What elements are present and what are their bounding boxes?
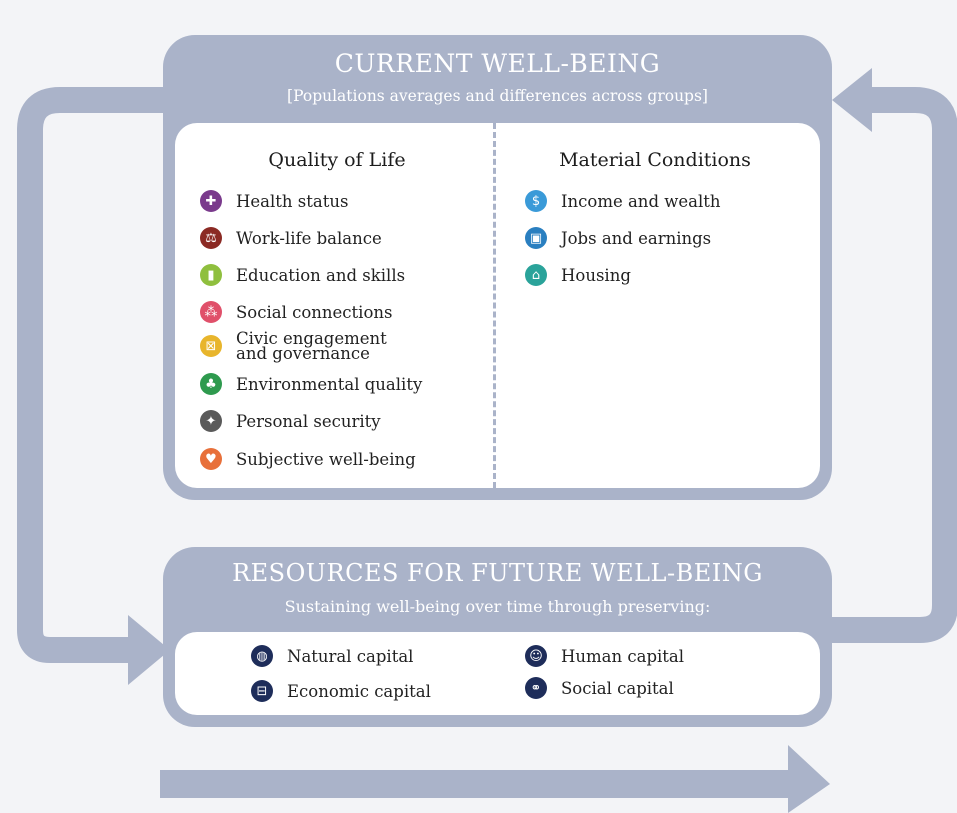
mc-item-label: Housing [561,265,631,285]
qol-item-label: Subjective well-being [236,449,416,469]
resource-item-label: Economic capital [287,681,431,701]
resources-body: ◍ Natural capital ☺ Human capital ⊟ Econ… [175,632,820,715]
qol-item-label: Personal security [236,411,381,431]
qol-item-personal-security: ✦ Personal security [200,410,381,432]
resource-item-natural-capital: ◍ Natural capital [251,645,413,667]
qol-item-education-and-skills: ▮ Education and skills [200,264,405,286]
resource-item-label: Human capital [561,646,685,666]
current-wellbeing-panel: CURRENT WELL-BEING [Populations averages… [163,35,832,500]
left-loop-arrowhead [128,615,170,685]
mc-item-income-and-wealth: $ Income and wealth [525,190,721,212]
mc-item-jobs-and-earnings: ▣ Jobs and earnings [525,227,711,249]
mc-item-label: Income and wealth [561,191,721,211]
qol-item-label: Education and skills [236,265,406,285]
qol-item-health-status: ✚ Health status [200,190,348,212]
running-person-icon: ✦ [200,410,222,432]
material-conditions-heading: Material Conditions [559,149,751,171]
left-loop-arrow [17,87,170,663]
resource-item-economic-capital: ⊟ Economic capital [251,680,431,702]
qol-item-label: Work-life balance [236,228,382,248]
handshake-icon: ⚭ [525,677,547,699]
money-icon: $ [525,190,547,212]
qol-item-label: Civic engagement [236,329,387,348]
time-arrow-head [788,745,830,813]
factory-icon: ⊟ [251,680,273,702]
qol-item-label-line2: and governance [236,344,370,363]
health-cross-icon: ✚ [200,190,222,212]
current-wellbeing-title: CURRENT WELL-BEING [334,49,661,78]
resource-item-human-capital: ☺ Human capital [525,645,684,667]
people-icon: ⁂ [200,301,222,323]
resource-item-label: Natural capital [287,646,414,666]
resources-subtitle: Sustaining well-being over time through … [284,597,711,616]
qol-item-civic-engagement: ⊠ Civic engagement and governance [200,329,387,363]
ballot-icon: ⊠ [200,335,222,357]
quality-of-life-heading: Quality of Life [268,149,406,171]
qol-item-social-connections: ⁂ Social connections [200,301,392,323]
house-icon: ⌂ [525,264,547,286]
right-loop-arrowhead [832,68,872,132]
qol-item-environmental-quality: ♣ Environmental quality [200,373,422,395]
qol-item-label: Environmental quality [236,374,423,394]
globe-icon: ◍ [251,645,273,667]
qol-item-subjective-wellbeing: ♥ Subjective well-being [200,448,416,470]
current-wellbeing-body: Quality of Life Material Conditions ✚ He… [175,123,820,488]
mc-item-housing: ⌂ Housing [525,264,631,286]
resource-item-label: Social capital [561,678,674,698]
heart-icon: ♥ [200,448,222,470]
resources-panel: RESOURCES FOR FUTURE WELL-BEING Sustaini… [163,547,832,727]
resources-title: RESOURCES FOR FUTURE WELL-BEING [232,559,763,587]
qol-item-label: Health status [236,191,349,211]
head-icon: ☺ [525,645,547,667]
column-divider [493,123,496,488]
current-wellbeing-subtitle: [Populations averages and differences ac… [287,87,708,105]
briefcase-icon: ▣ [525,227,547,249]
time-arrow-shaft [160,770,790,798]
tree-icon: ♣ [200,373,222,395]
qol-item-label: Social connections [236,302,393,322]
balance-scale-icon: ⚖ [200,227,222,249]
qol-item-work-life-balance: ⚖ Work-life balance [200,227,382,249]
right-loop-arrow [800,87,957,643]
mc-item-label: Jobs and earnings [561,228,712,248]
book-icon: ▮ [200,264,222,286]
resource-item-social-capital: ⚭ Social capital [525,677,674,699]
